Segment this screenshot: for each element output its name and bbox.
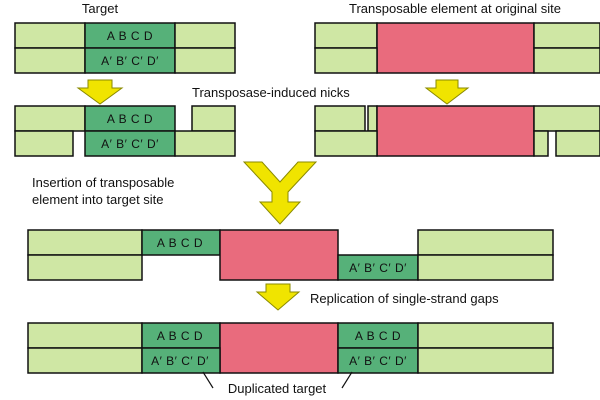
strand-segment — [27, 347, 143, 374]
duplicated-target-label: Duplicated target — [228, 381, 327, 396]
strand-segment — [314, 105, 366, 132]
insertion-duplex: A B C D A′ B′ C′ D′ — [27, 229, 554, 281]
transposable-element — [219, 322, 339, 374]
strand-segment — [14, 130, 74, 157]
target-title: Target — [82, 1, 119, 16]
pointer-line-right — [341, 371, 353, 389]
sequence-top-label: A B C D — [107, 112, 153, 126]
nicked-target: A B C D A′ B′ C′ D′ — [14, 105, 236, 157]
target-sequence-top — [141, 229, 221, 256]
strand-segment — [191, 105, 236, 132]
nicked-donor — [314, 105, 600, 157]
strand-segment — [533, 105, 600, 132]
transposable-element — [376, 22, 535, 74]
sequence-bottom-label: A′ B′ C′ D′ — [349, 354, 407, 368]
strand-segment — [417, 322, 554, 349]
replication-label: Replication of single-strand gaps — [310, 291, 499, 306]
target-duplex: A B C D A′ B′ C′ D′ — [14, 22, 236, 74]
strand-segment — [14, 22, 86, 49]
duplicated-target-bottom — [337, 347, 419, 374]
strand-segment — [314, 47, 378, 74]
insertion-label-line1: Insertion of transposable — [32, 175, 174, 190]
strand-segment — [27, 322, 143, 349]
strand-segment — [555, 130, 600, 157]
duplicated-target-top — [337, 322, 419, 349]
strand-segment — [533, 130, 549, 157]
transposable-original-title: Transposable element at original site — [349, 1, 561, 16]
down-arrow-icon — [255, 283, 301, 311]
sequence-bottom-label: A′ B′ C′ D′ — [349, 261, 407, 275]
strand-segment — [314, 130, 378, 157]
transposable-element — [219, 229, 339, 281]
insertion-label-line2: element into target site — [32, 192, 164, 207]
sequence-top-label: A B C D — [355, 329, 401, 343]
nicks-label: Transposase-induced nicks — [192, 85, 350, 100]
donor-duplex — [314, 22, 600, 74]
strand-segment — [417, 347, 554, 374]
sequence-bottom-label: A′ B′ C′ D′ — [101, 54, 159, 68]
strand-segment — [174, 22, 236, 49]
strand-segment — [417, 254, 554, 281]
strand-segment — [417, 229, 554, 256]
target-sequence-bottom — [84, 47, 176, 74]
sequence-top-label: A B C D — [157, 236, 203, 250]
strand-segment — [27, 229, 143, 256]
transposable-element — [376, 105, 535, 157]
sequence-top-label: A B C D — [157, 329, 203, 343]
strand-segment — [14, 47, 86, 74]
merge-arrow-icon — [242, 161, 318, 225]
strand-segment — [174, 47, 236, 74]
strand-segment — [27, 254, 143, 281]
sequence-top-label: A B C D — [107, 29, 153, 43]
final-duplex: A B C D A′ B′ C′ D′ A B C D A′ B′ C′ D′ — [27, 322, 554, 374]
pointer-line-left — [202, 371, 214, 389]
down-arrow-icon — [76, 79, 124, 105]
strand-segment — [14, 105, 86, 132]
sequence-bottom-label: A′ B′ C′ D′ — [151, 354, 209, 368]
strand-segment — [533, 22, 600, 49]
target-sequence-bottom — [337, 254, 419, 281]
strand-segment — [367, 105, 378, 132]
target-sequence-bottom — [141, 347, 221, 374]
strand-segment — [533, 47, 600, 74]
strand-segment — [174, 130, 236, 157]
sequence-bottom-label: A′ B′ C′ D′ — [101, 137, 159, 151]
down-arrow-icon — [424, 79, 470, 105]
strand-segment — [314, 22, 378, 49]
